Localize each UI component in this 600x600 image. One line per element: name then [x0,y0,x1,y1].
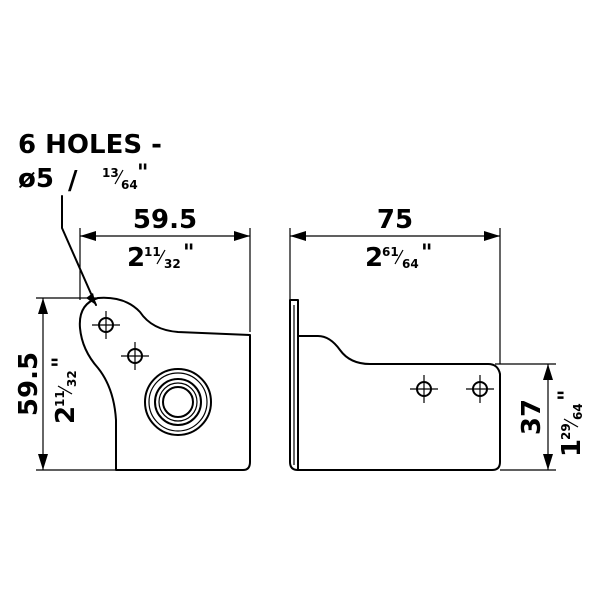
left-height-in-den: 32 [65,370,79,387]
right-width-inch-mark: " [421,241,432,266]
left-width-in-den: 32 [164,257,181,271]
callout-line1: 6 HOLES - [18,130,162,160]
left-width-in-bar [156,249,166,265]
right-height-in-den: 64 [571,403,585,420]
right-width-in-den: 64 [402,257,419,271]
callout-frac-num: 13 [102,166,119,180]
left-width-mm: 59.5 [133,205,197,235]
left-height-in-bar [57,385,73,395]
left-view: 59.5 2 11 32 " 59.5 2 11 32 " [14,205,251,471]
right-height-arrow-b [543,454,553,470]
callout-diameter: ø5 [18,164,54,194]
right-height-in-whole: 1 [557,439,587,457]
holes-callout: 6 HOLES - ø5 / 13 64 " [18,130,162,196]
callout-leader-line [61,195,97,306]
left-height-arrow-b [38,454,48,470]
right-width-mm: 75 [377,205,413,235]
left-width-in-whole: 2 [127,243,145,273]
right-part-outline [297,335,501,471]
right-width-in-bar [394,249,404,265]
right-view: 75 2 61 64 " 37 1 29 64 " [289,205,587,471]
right-width-arrow-r [484,231,500,241]
right-height-arrow-t [543,364,553,380]
callout-slash: / [68,166,78,196]
left-height-arrow-t [38,298,48,314]
right-height-inch-mark: " [555,390,580,401]
right-width-in-whole: 2 [365,243,383,273]
callout-frac-den: 64 [121,178,138,192]
left-height-inch-mark: " [49,357,74,368]
callout-leader-arrow [86,293,96,305]
left-height-mm: 59.5 [14,352,44,416]
left-width-inch-mark: " [183,241,194,266]
right-height-in-num: 29 [559,423,573,440]
left-height-in-num: 11 [53,390,67,407]
left-boss [144,368,212,436]
right-height-mm: 37 [517,399,547,435]
left-width-arrow-l [80,231,96,241]
right-height-in-bar [563,418,579,428]
right-height-inch: 1 29 64 " [555,390,587,457]
right-width-arrow-l [290,231,306,241]
callout-inch-mark: " [137,161,148,186]
left-height-inch: 2 11 32 " [49,357,81,424]
left-height-in-whole: 2 [51,406,81,424]
left-width-in-num: 11 [144,245,161,259]
right-width-in-num: 61 [382,245,399,259]
callout-frac-bar [114,169,124,185]
left-width-arrow-r [234,231,250,241]
